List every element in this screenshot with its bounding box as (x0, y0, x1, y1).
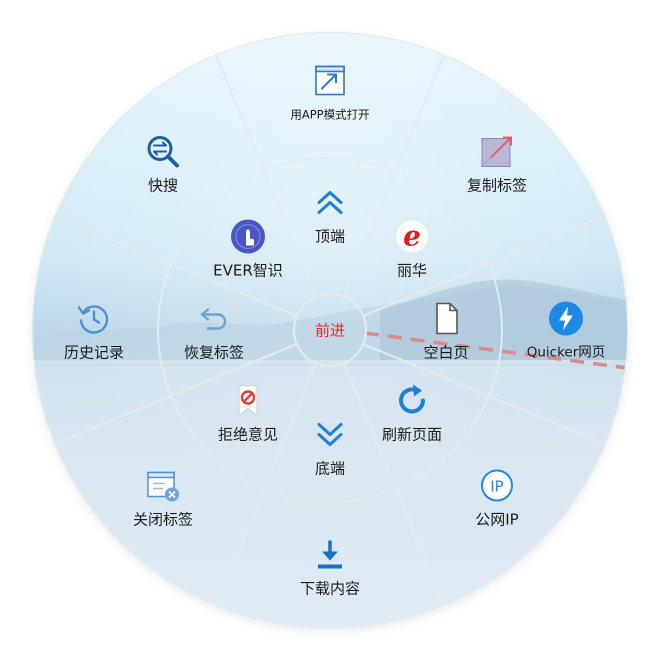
blank-page-icon (426, 299, 466, 339)
svg-text:e: e (403, 220, 421, 253)
public-ip-label: 公网IP (475, 510, 519, 529)
block-bookmark-icon (228, 381, 268, 421)
refresh-icon (392, 381, 432, 421)
ever-zhishi-label: EVER智识 (213, 261, 283, 280)
quick-search-button[interactable]: 快搜 (98, 132, 228, 195)
close-tab-label: 关闭标签 (132, 510, 193, 529)
svg-text:IP: IP (490, 478, 503, 496)
scroll-bottom-label: 底端 (314, 459, 345, 478)
double-chevron-down-icon (310, 415, 350, 455)
open-external-icon (310, 61, 350, 101)
close-tab-icon (143, 466, 183, 506)
ever-touch-icon (228, 217, 268, 257)
copy-tab-label: 复制标签 (466, 176, 527, 195)
open-app-mode-button[interactable]: 用APP模式打开 (265, 61, 395, 124)
blank-page-label: 空白页 (423, 343, 469, 362)
scroll-top-button[interactable]: 顶端 (265, 183, 395, 246)
reject-opinion-label: 拒绝意见 (217, 425, 278, 444)
undo-arrow-icon (194, 299, 234, 339)
lihua-label: 丽华 (396, 261, 427, 280)
download-content-label: 下载内容 (299, 579, 360, 598)
blank-page-button[interactable]: 空白页 (381, 299, 511, 362)
public-ip-button[interactable]: IP 公网IP (432, 466, 562, 529)
reject-opinion-button[interactable]: 拒绝意见 (183, 381, 313, 444)
copy-tab-button[interactable]: 复制标签 (432, 132, 562, 195)
scroll-bottom-button[interactable]: 底端 (265, 415, 395, 478)
download-icon (310, 535, 350, 575)
restore-tab-button[interactable]: 恢复标签 (149, 299, 279, 362)
lihua-e-icon: e (392, 217, 432, 257)
ip-icon: IP (477, 466, 517, 506)
history-clock-icon (74, 299, 114, 339)
close-tab-button[interactable]: 关闭标签 (98, 466, 228, 529)
double-chevron-up-icon (310, 183, 350, 223)
refresh-page-button[interactable]: 刷新页面 (347, 381, 477, 444)
search-swap-icon (143, 132, 183, 172)
copy-tab-icon (477, 132, 517, 172)
refresh-page-label: 刷新页面 (381, 425, 442, 444)
open-app-mode-label: 用APP模式打开 (290, 107, 370, 122)
download-content-button[interactable]: 下载内容 (265, 535, 395, 598)
history-label: 历史记录 (63, 343, 124, 362)
lihua-button[interactable]: e 丽华 (347, 217, 477, 280)
quicker-web-label: Quicker网页 (526, 344, 606, 361)
forward-button[interactable]: 前进 (314, 321, 346, 340)
quicker-web-button[interactable]: Quicker网页 (501, 299, 631, 362)
ever-zhishi-button[interactable]: EVER智识 (183, 217, 313, 280)
restore-tab-label: 恢复标签 (183, 343, 244, 362)
history-button[interactable]: 历史记录 (29, 299, 159, 362)
scroll-top-label: 顶端 (314, 227, 345, 246)
quick-search-label: 快搜 (147, 176, 178, 195)
lightning-icon (546, 299, 586, 339)
